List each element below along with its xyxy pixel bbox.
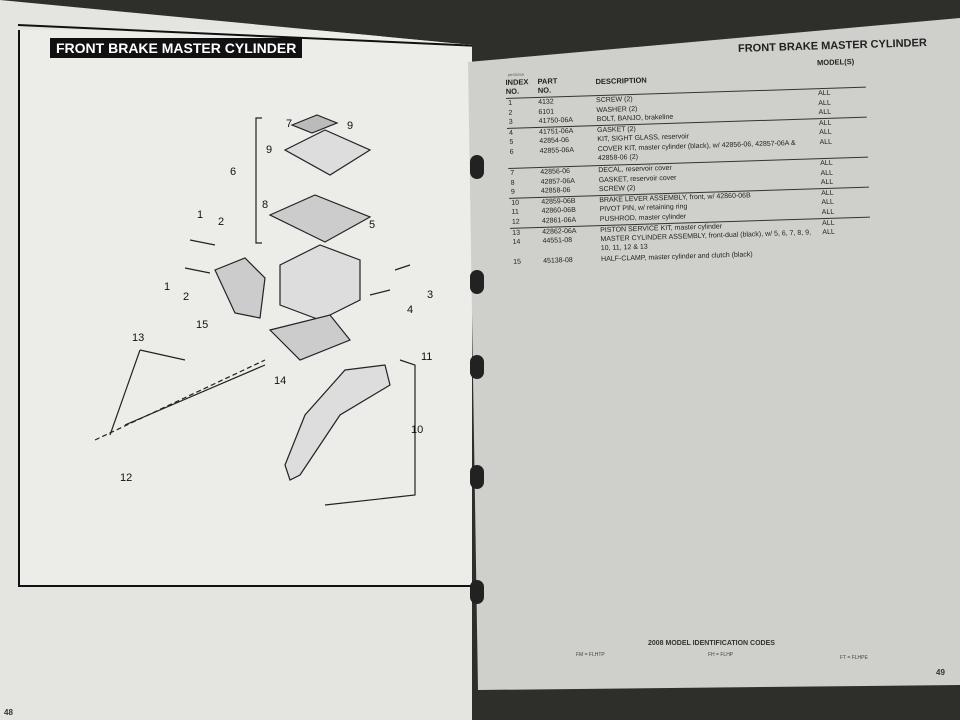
parts-table: INDEX NO. PART NO. DESCRIPTION MODEL(S) … — [505, 55, 871, 268]
cell-part: 41751-06A — [538, 127, 574, 136]
header-part: PART NO. — [537, 76, 558, 95]
binder-hole — [470, 355, 484, 379]
cell-part: 4132 — [538, 98, 554, 106]
callout-12: 12 — [120, 472, 133, 484]
footer-heading: 2008 MODEL IDENTIFICATION CODES — [648, 640, 775, 647]
callout-14: 14 — [274, 375, 287, 387]
cell-models: ALL — [820, 159, 833, 168]
header-description: DESCRIPTION — [595, 75, 647, 87]
callout-9: 9 — [347, 120, 354, 132]
cell-index: 8 — [510, 179, 515, 187]
cell-part: 42855-06A — [539, 146, 575, 155]
right-page — [468, 18, 960, 690]
page-number-left: 48 — [4, 708, 13, 717]
cell-index: 5 — [509, 139, 514, 147]
page-number-right: 49 — [936, 668, 945, 677]
cell-part: 41750-06A — [538, 117, 574, 126]
callout-6: 6 — [230, 166, 237, 178]
callout-1: 1 — [164, 281, 171, 293]
cell-models: ALL — [818, 99, 831, 107]
cell-models: ALL — [821, 189, 834, 197]
binder-hole — [470, 155, 484, 179]
cell-models: ALL — [819, 129, 832, 137]
callout-2: 2 — [218, 216, 225, 228]
callout-7: 7 — [286, 118, 293, 130]
cell-part: 42858-06 — [540, 187, 571, 196]
cell-part: 45138-08 — [543, 257, 573, 266]
cell-models: ALL — [818, 119, 832, 127]
exploded-parts-diagram — [94, 114, 416, 506]
callout-10: 10 — [411, 424, 424, 436]
left-page: FRONT BRAKE MASTER CYLINDER 7 9 6 9 8 1 … — [0, 0, 472, 720]
cell-index: 9 — [510, 188, 515, 197]
cell-part: 42862-06A — [542, 227, 577, 236]
cell-models: ALL — [818, 108, 832, 117]
callout-15: 15 — [196, 319, 209, 331]
model-code: FM = FLHTP — [576, 652, 605, 658]
cell-index: 11 — [511, 208, 519, 217]
cell-models: ALL — [822, 228, 835, 237]
cell-part: 42860-06B — [541, 207, 576, 216]
model-code: FH = FLHP — [708, 652, 734, 658]
callout-11: 11 — [421, 351, 433, 363]
cell-index: 3 — [508, 118, 513, 127]
binder-hole — [470, 465, 484, 489]
cell-index: 13 — [512, 229, 521, 237]
cell-part: 42859-06B — [541, 197, 576, 206]
cell-part: 42857-06A — [540, 177, 576, 186]
diagram-code: ptr00259 — [508, 72, 524, 77]
header-models: MODEL(S) — [816, 57, 855, 68]
callout-1: 1 — [197, 209, 204, 221]
cell-models: ALL — [820, 169, 834, 177]
binder-hole — [470, 580, 484, 604]
model-code: FT = FLHPE — [840, 655, 868, 661]
cell-models: ALL — [821, 208, 835, 217]
cell-models: ALL — [817, 89, 831, 98]
cell-index: 2 — [508, 109, 513, 117]
cell-index: 14 — [512, 238, 521, 246]
cell-part: 42854-06 — [539, 137, 570, 146]
binder-hole — [470, 270, 484, 294]
callout-9: 9 — [266, 144, 273, 156]
cell-index: 6 — [509, 148, 514, 156]
callout-4: 4 — [407, 304, 414, 316]
cell-models: ALL — [819, 138, 833, 147]
cell-models: ALL — [821, 199, 835, 207]
cell-index: 12 — [511, 218, 520, 226]
cell-index: 1 — [508, 99, 513, 107]
callout-13: 13 — [132, 332, 145, 344]
cell-index: 10 — [511, 199, 520, 207]
callout-2: 2 — [183, 291, 190, 303]
callout-5: 5 — [369, 219, 376, 231]
page-title: FRONT BRAKE MASTER CYLINDER — [50, 38, 303, 58]
cell-models: ALL — [820, 178, 834, 187]
cell-index: 15 — [513, 258, 522, 266]
cell-part: 42861-06A — [541, 216, 577, 225]
callout-3: 3 — [427, 289, 434, 301]
cell-index: 7 — [510, 169, 515, 177]
cell-index: 4 — [509, 129, 514, 137]
cell-models: ALL — [821, 219, 835, 227]
cell-part: 44551-08 — [542, 237, 573, 246]
cell-part: 42856-06 — [540, 167, 571, 176]
header-index: INDEX NO. — [505, 77, 529, 96]
cell-part: 6101 — [538, 108, 555, 116]
callout-8: 8 — [262, 199, 269, 211]
